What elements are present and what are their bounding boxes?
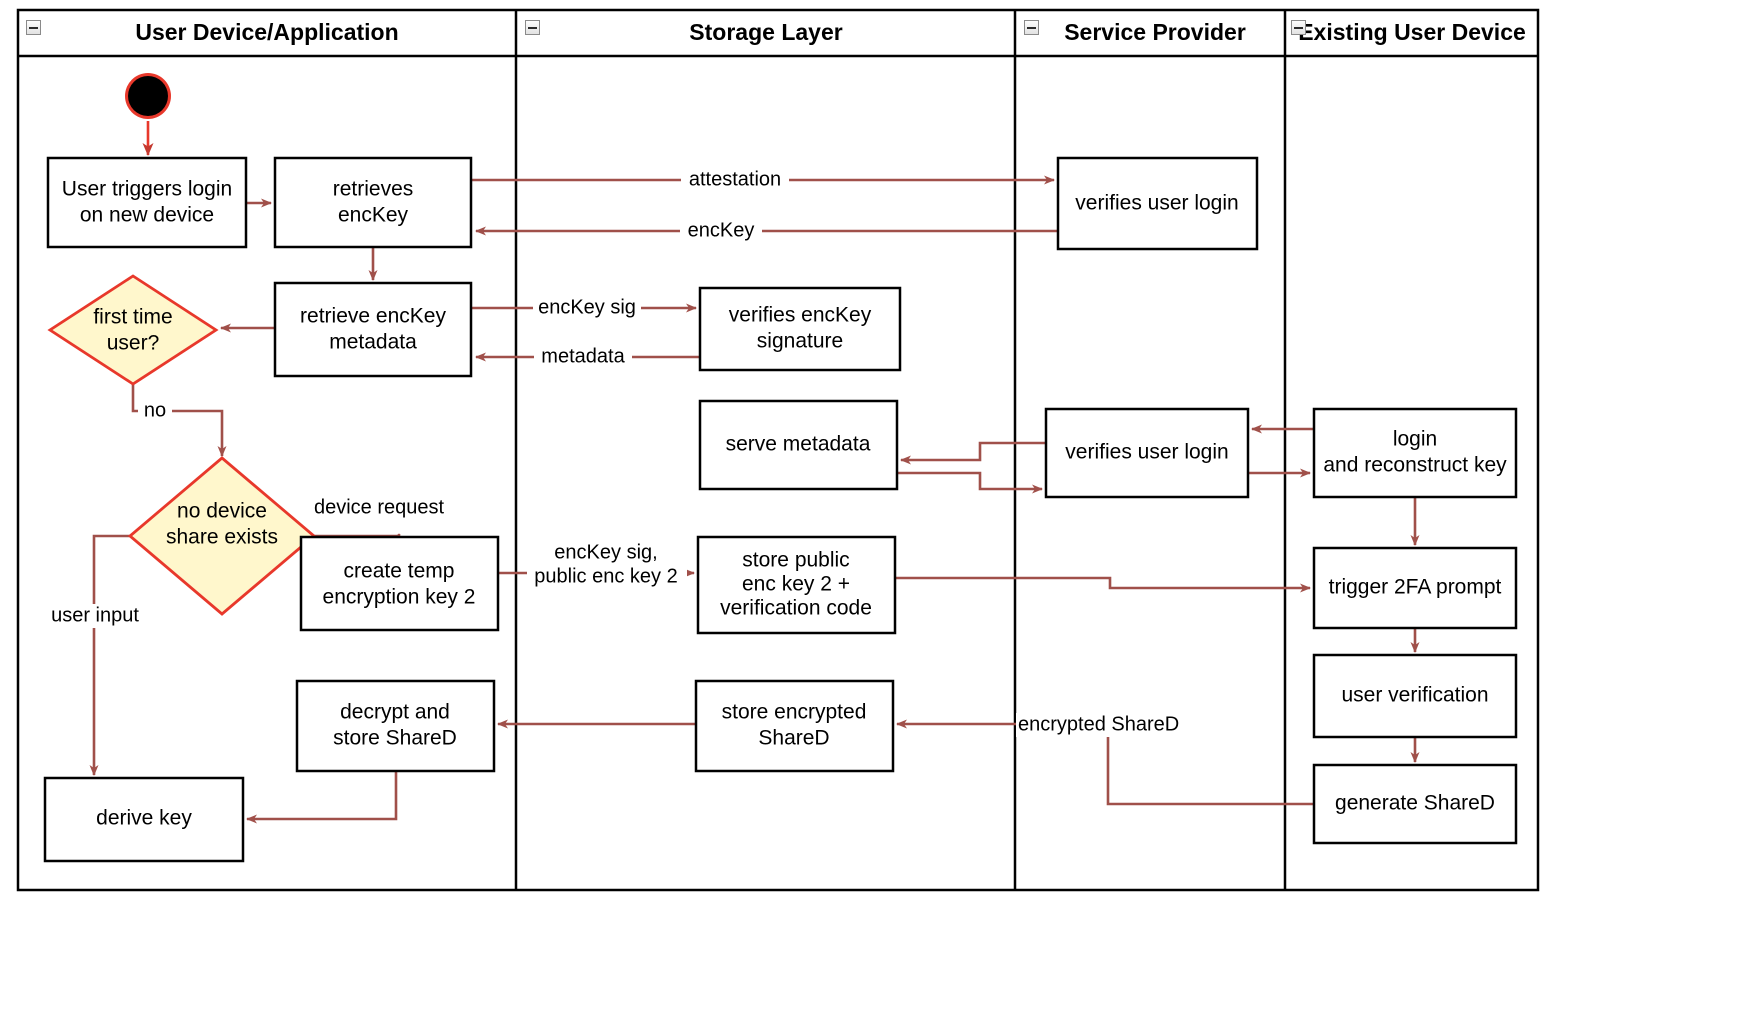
node-retrieves-enckey-line-2: encKey xyxy=(338,204,409,227)
node-store-public-enc-key-2[interactable]: store public enc key 2 + verification co… xyxy=(696,535,897,635)
node-user-triggers-login[interactable]: User triggers login on new device xyxy=(46,156,248,249)
node-first-time-user-line-1: first time xyxy=(93,306,172,329)
lane-title-existing-user-device: Existing User Device xyxy=(1298,19,1526,45)
swimlane-titles: User Device/Application Storage Layer Se… xyxy=(135,19,1525,45)
edge-label-metadata: metadata xyxy=(541,345,625,367)
node-store-encrypted-shared-line-1: store encrypted xyxy=(722,701,867,724)
node-decrypt-and-store-shared[interactable]: decrypt and store ShareD xyxy=(295,679,496,773)
node-verifies-enckey-signature-line-2: signature xyxy=(757,330,843,353)
node-verifies-enckey-signature-line-1: verifies encKey xyxy=(729,304,872,327)
edge-device-request xyxy=(314,533,404,544)
node-store-encrypted-shared-line-2: ShareD xyxy=(758,727,829,750)
node-serve-metadata-label: serve metadata xyxy=(726,433,871,456)
node-first-time-user-line-2: user? xyxy=(107,332,160,355)
lane-title-user-device: User Device/Application xyxy=(135,19,398,45)
node-decrypt-and-store-shared-line-1: decrypt and xyxy=(340,701,450,724)
node-user-verification[interactable]: user verification xyxy=(1312,653,1518,739)
edge-user-input xyxy=(89,534,130,776)
node-no-device-share-exists-line-1: no device xyxy=(177,500,267,523)
node-verifies-user-login-mid-label: verifies user login xyxy=(1065,441,1228,464)
node-store-public-enc-key-2-line-1: store public xyxy=(742,549,849,572)
edge-label-enckey-sig-public-line-1: encKey sig, xyxy=(554,541,657,563)
node-login-and-reconstruct-key[interactable]: login and reconstruct key xyxy=(1312,407,1518,499)
node-retrieve-enckey-metadata-line-2: metadata xyxy=(329,331,417,354)
node-decrypt-and-store-shared-line-2: store ShareD xyxy=(333,727,457,750)
node-derive-key-label: derive key xyxy=(96,807,192,830)
node-trigger-2fa-prompt[interactable]: trigger 2FA prompt xyxy=(1312,546,1518,630)
edges xyxy=(89,121,1420,824)
node-retrieves-enckey-line-1: retrieves xyxy=(333,178,414,201)
edge-label-enckey-sig: encKey sig xyxy=(538,296,636,318)
edge-decrypt-to-derive-key xyxy=(246,771,398,824)
node-store-public-enc-key-2-line-2: enc key 2 + xyxy=(742,573,850,596)
edge-label-enckey-sig-public-line-2: public enc key 2 xyxy=(534,565,677,587)
swimlane-outer-frame xyxy=(16,8,1540,892)
edge-label-enckey: encKey xyxy=(688,219,755,241)
edge-no-branch xyxy=(131,384,227,457)
node-store-public-enc-key-2-line-3: verification code xyxy=(720,597,872,620)
node-verifies-user-login-mid[interactable]: verifies user login xyxy=(1044,407,1250,499)
edge-label-no: no xyxy=(144,399,166,421)
edge-label-device-request: device request xyxy=(314,496,445,518)
node-create-temp-encryption-key-2-line-2: encryption key 2 xyxy=(323,586,476,609)
node-retrieves-enckey[interactable]: retrieves encKey xyxy=(273,156,473,249)
node-verifies-user-login-top-label: verifies user login xyxy=(1075,192,1238,215)
node-derive-key[interactable]: derive key xyxy=(43,776,245,863)
node-retrieve-enckey-metadata[interactable]: retrieve encKey metadata xyxy=(273,281,473,378)
edge-generate-shared-riser xyxy=(1106,737,1314,806)
node-first-time-user[interactable]: first time user? xyxy=(47,274,219,386)
node-login-and-reconstruct-key-line-2: and reconstruct key xyxy=(1323,454,1507,477)
node-create-temp-encryption-key-2-line-1: create temp xyxy=(344,560,455,583)
node-no-device-share-exists-line-2: share exists xyxy=(166,526,278,549)
node-verifies-user-login-top[interactable]: verifies user login xyxy=(1056,156,1259,251)
node-store-encrypted-shared[interactable]: store encrypted ShareD xyxy=(694,679,895,773)
node-generate-shared[interactable]: generate ShareD xyxy=(1312,763,1518,845)
node-user-verification-label: user verification xyxy=(1341,684,1488,707)
swimlanes xyxy=(16,8,1540,892)
node-verifies-enckey-signature[interactable]: verifies encKey signature xyxy=(698,286,902,372)
node-user-triggers-login-line-1: User triggers login xyxy=(62,178,232,201)
edge-label-user-input: user input xyxy=(51,604,139,626)
node-serve-metadata[interactable]: serve metadata xyxy=(698,399,899,491)
edge-label-encrypted-shared: encrypted ShareD xyxy=(1018,713,1179,735)
nodes: User triggers login on new device retrie… xyxy=(43,73,1518,863)
edge-serve-metadata-to-verifies-login xyxy=(897,471,1043,494)
collapse-icon-storage-layer[interactable] xyxy=(525,20,540,35)
collapse-icon-user-device[interactable] xyxy=(26,20,41,35)
node-retrieve-enckey-metadata-line-1: retrieve encKey xyxy=(300,305,446,328)
node-trigger-2fa-prompt-label: trigger 2FA prompt xyxy=(1329,576,1502,599)
edge-label-attestation: attestation xyxy=(689,168,781,190)
node-user-triggers-login-line-2: on new device xyxy=(80,204,214,227)
lane-title-storage-layer: Storage Layer xyxy=(689,19,842,45)
lane-title-service-provider: Service Provider xyxy=(1064,19,1246,45)
edge-verifies-login-to-serve-metadata xyxy=(900,441,1046,465)
edge-store-public-key-to-trigger-2fa xyxy=(895,576,1311,593)
collapse-icon-service-provider[interactable] xyxy=(1024,20,1039,35)
start-node xyxy=(125,73,171,119)
node-generate-shared-label: generate ShareD xyxy=(1335,792,1495,815)
node-create-temp-encryption-key-2[interactable]: create temp encryption key 2 xyxy=(299,535,500,632)
node-no-device-share-exists[interactable]: no device share exists xyxy=(127,456,317,616)
node-login-and-reconstruct-key-line-1: login xyxy=(1393,428,1437,451)
edge-labels: attestation encKey encKey sig metadata n… xyxy=(46,168,1180,737)
collapse-icon-existing-user-device[interactable] xyxy=(1291,20,1306,35)
